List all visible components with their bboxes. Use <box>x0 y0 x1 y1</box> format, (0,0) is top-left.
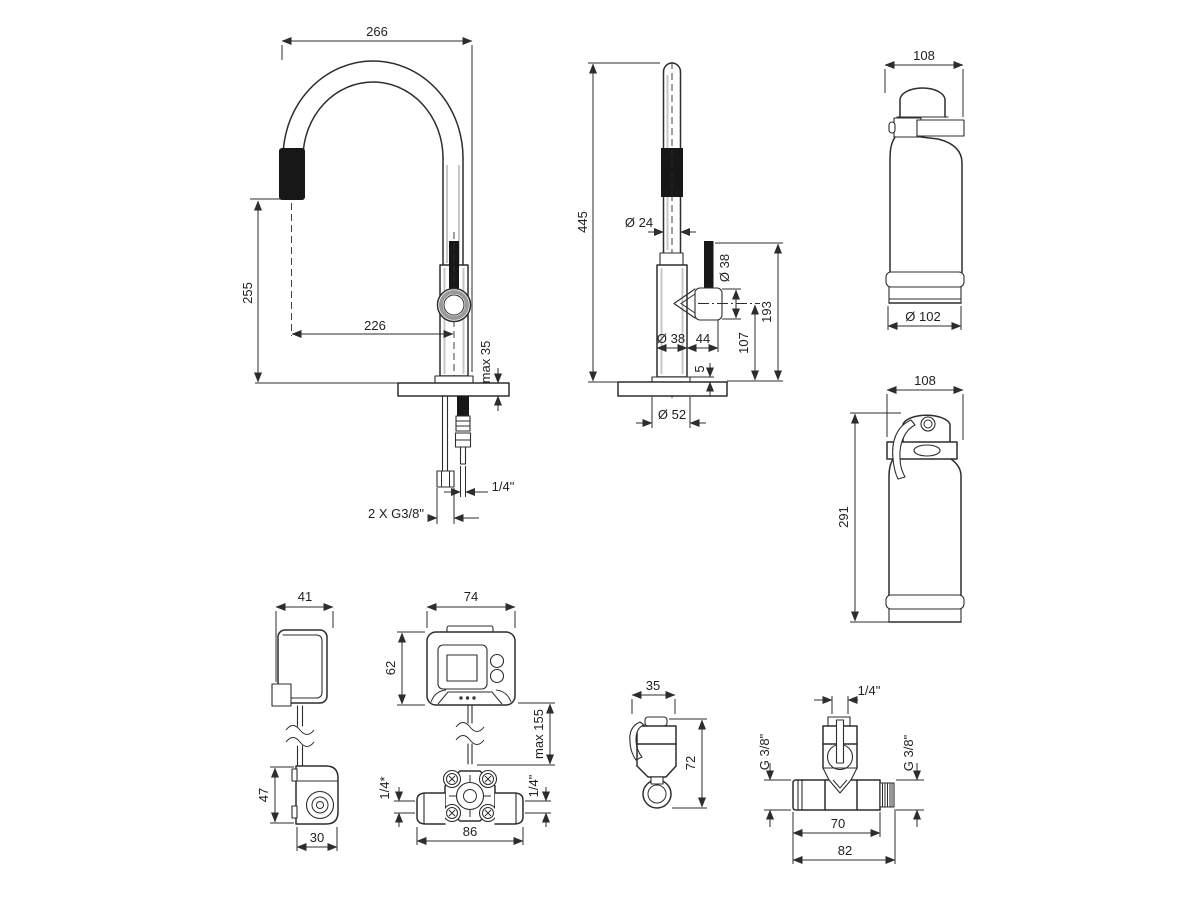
dim-manifold-width-label: 86 <box>463 824 477 839</box>
dim-handle-offset-label: 44 <box>696 331 710 346</box>
manifold-screw <box>478 769 498 789</box>
cable-break <box>285 725 315 735</box>
tee-threaded-end <box>879 782 895 808</box>
dim-port-right-label: 1/4" <box>526 774 541 797</box>
tee-chevron <box>828 779 852 794</box>
dim-deck-thickness-label: max 35 <box>478 341 493 384</box>
dim-filter-hose-label: 1/4" <box>492 479 515 494</box>
dim-supply-hoses-label: 2 X G3/8" <box>368 506 424 521</box>
bottle-right <box>920 136 963 273</box>
cap-hole <box>920 416 936 432</box>
display-button <box>489 668 505 684</box>
dim-spout-width-label: 266 <box>366 24 388 39</box>
base-flange <box>434 375 474 384</box>
side-handle-lever <box>704 241 714 291</box>
spray-head <box>279 148 305 200</box>
control-unit-front-view: 74 62 max 155 1/4* 1/4" 86 <box>377 589 555 845</box>
bottle2-ring <box>885 594 965 610</box>
body-joint <box>659 252 684 266</box>
dim-cable-length-label: max 155 <box>531 709 546 759</box>
dim-tee-right-port-label: G 3/8" <box>901 734 916 771</box>
mounting-bracket <box>916 119 965 137</box>
dim-cartridge-width-label: 108 <box>913 48 935 63</box>
dim-tee-left-port-label: G 3/8" <box>757 733 772 770</box>
dim-spout-height-label: 255 <box>240 282 255 304</box>
clip-handle <box>892 419 916 480</box>
manifold-port-left <box>416 792 446 825</box>
cartridge-front-view: 108 291 <box>836 373 965 623</box>
dim-cartridge2-height-label: 291 <box>836 506 851 528</box>
spout-inner-arc <box>302 81 444 159</box>
valve-upper-body <box>636 725 677 745</box>
display-button <box>489 653 505 669</box>
collar-slot <box>913 444 941 457</box>
handle-mount <box>694 287 723 321</box>
dim-body-diameter-label: Ø 38 <box>657 331 685 346</box>
manifold-center <box>455 781 485 811</box>
dim-spout-diameter-label: Ø 24 <box>625 215 653 230</box>
dim-solenoid-depth-label: 30 <box>310 830 324 845</box>
side-connector-block <box>271 683 292 707</box>
valve-clip <box>629 721 645 761</box>
dim-handle-diameter-label: Ø 38 <box>717 254 732 282</box>
dim-cartridge-diameter-label: Ø 102 <box>905 309 940 324</box>
tee-valve-view: 1/4" G 3/8" G 3/8" 70 82 <box>757 683 924 864</box>
dim-tee-body-length-label: 70 <box>831 816 845 831</box>
bottle-ring <box>885 271 965 288</box>
dim-tee-top-port-label: 1/4" <box>858 683 881 698</box>
dim-valve-height-label: 72 <box>683 756 698 770</box>
dim-handle-top-height-label: 193 <box>759 301 774 323</box>
shutoff-valve-view: 35 72 <box>629 678 707 809</box>
manifold-screw <box>442 769 462 789</box>
dim-handle-axis-height-label: 107 <box>736 332 751 354</box>
dim-base-diameter-label: Ø 52 <box>658 407 686 422</box>
manifold-screw <box>442 803 462 823</box>
dim-solenoid-height-label: 47 <box>256 788 271 802</box>
dim-spout-reach-label: 226 <box>364 318 386 333</box>
bottle-left <box>889 136 896 273</box>
dim-port-left-label: 1/4* <box>377 776 392 799</box>
manifold-port-right <box>494 792 524 825</box>
dim-base-plate-thickness-label: 5 <box>692 365 707 372</box>
cartridge2-cap <box>902 414 951 443</box>
dim-cartridge2-width-label: 108 <box>914 373 936 388</box>
cartridge-cap <box>899 87 946 118</box>
tee-stem <box>835 719 845 764</box>
dim-valve-width-label: 35 <box>646 678 660 693</box>
faucet-side-view: 445 Ø 24 Ø 38 193 107 Ø 38 44 5 Ø <box>575 62 783 428</box>
dim-tee-overall-length-label: 82 <box>838 843 852 858</box>
hose-nut <box>436 470 455 488</box>
dim-total-height-label: 445 <box>575 211 590 233</box>
valve-taper <box>636 765 677 778</box>
dim-box-width-label: 74 <box>464 589 478 604</box>
dim-control-depth-top-label: 41 <box>298 589 312 604</box>
spout-outer-arc <box>282 60 464 159</box>
bottle2-left <box>888 458 894 596</box>
filter-hose <box>457 396 469 416</box>
side-port-ring <box>305 790 335 820</box>
clip-hook <box>888 121 896 134</box>
counter-slab <box>397 382 510 397</box>
cartridge-side-view: 108 Ø 102 <box>884 48 965 330</box>
display-screen <box>446 654 478 682</box>
bottle2-right <box>950 458 962 596</box>
side-counter-slab <box>617 381 728 397</box>
control-unit-side-view: 41 47 30 <box>256 589 339 851</box>
tee-pipe-left <box>792 779 826 811</box>
faucet-front-view: 266 255 226 max 35 2 X G3/8" 1/4" <box>240 24 515 524</box>
dim-box-height-label: 62 <box>383 661 398 675</box>
valve-stem <box>650 776 664 785</box>
valve-cap <box>644 716 668 727</box>
manifold-screw <box>478 803 498 823</box>
